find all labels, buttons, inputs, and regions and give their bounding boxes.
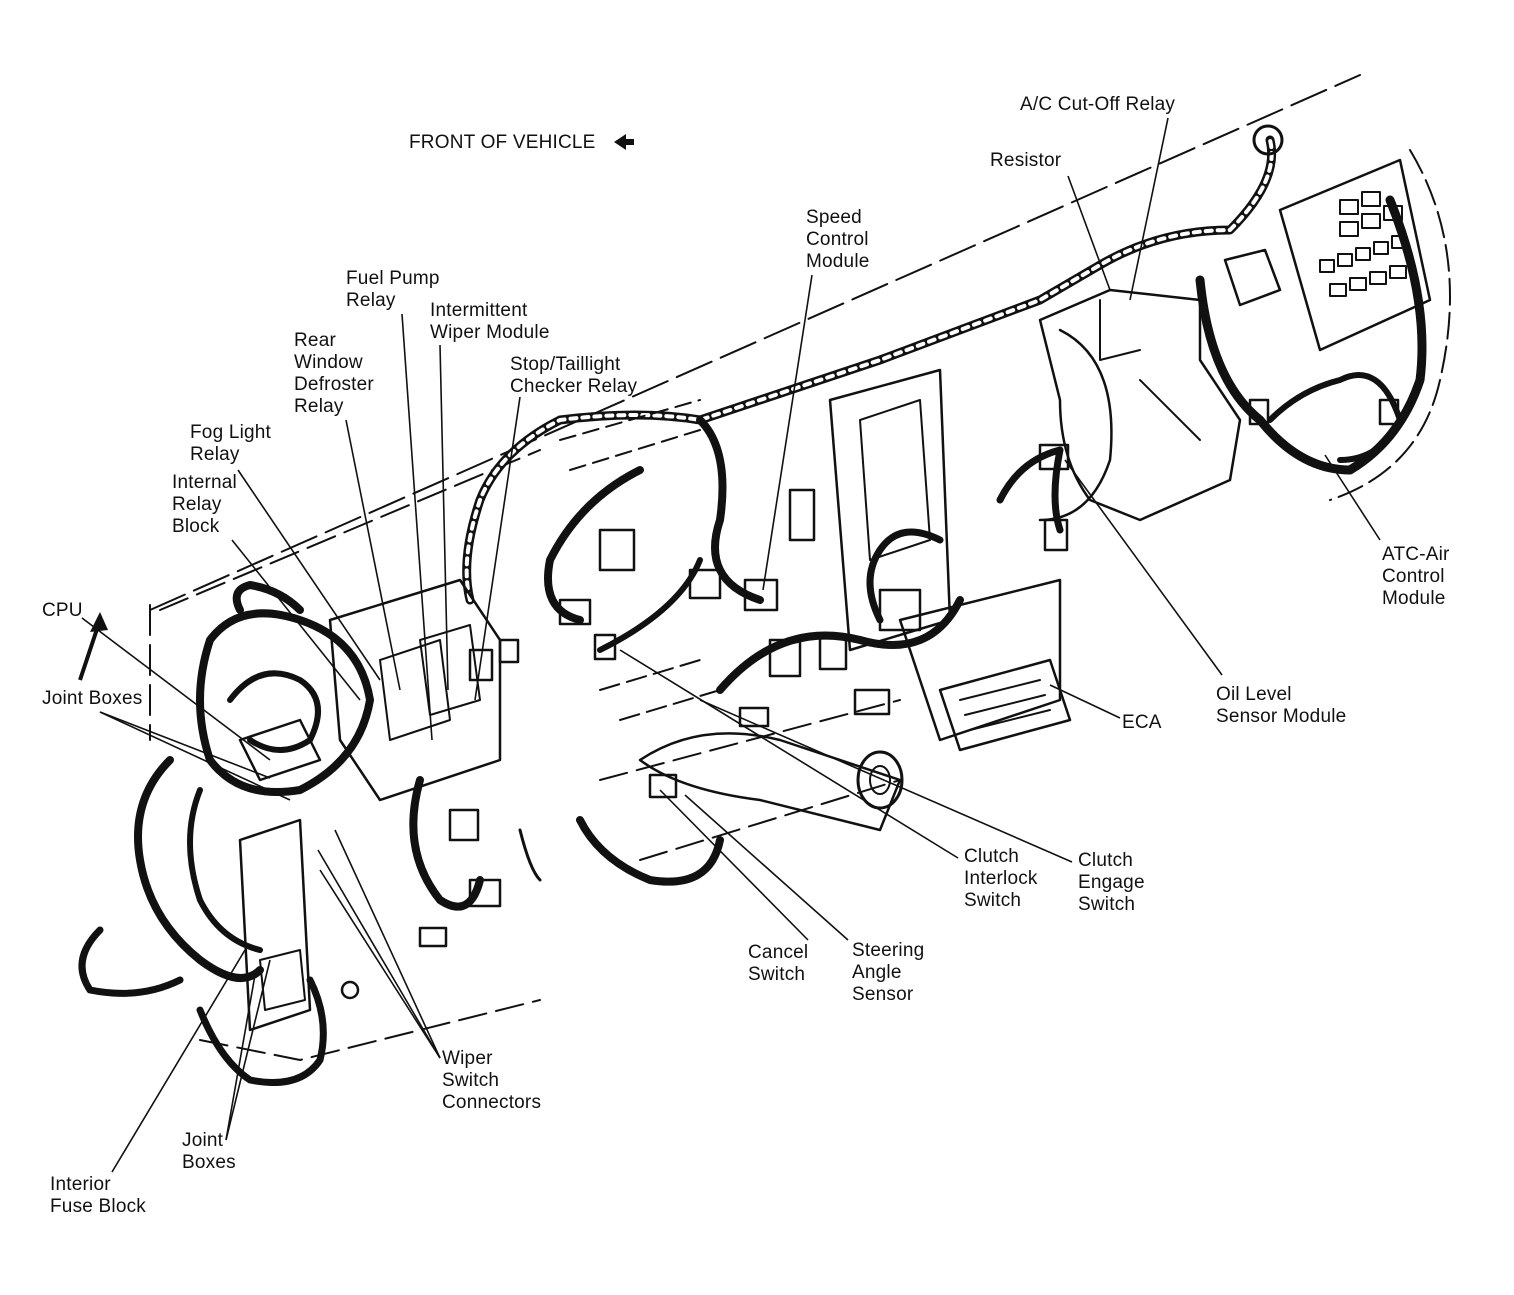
dash-outline-upper [149, 74, 1361, 611]
steering-column [638, 732, 902, 832]
heater-duct [1038, 328, 1113, 522]
label-cpu: CPU [42, 600, 83, 621]
ac-relay-body [1223, 248, 1282, 307]
dash-rail [559, 399, 701, 471]
lower-left-loop [78, 926, 184, 997]
harness-branch-left-loop [544, 466, 644, 624]
relay-cluster [328, 578, 502, 802]
console-frame [828, 368, 952, 652]
harness-branch-atc [1267, 372, 1403, 463]
floor-outline [199, 699, 901, 1061]
harness-branch-eca [866, 528, 944, 624]
front-arrow-icon [614, 134, 634, 150]
eca-box [938, 658, 1072, 752]
column-harness [576, 816, 724, 886]
label-resistor: Resistor [990, 150, 1062, 171]
dash-outline-lower [149, 449, 541, 741]
top-left-loop [232, 581, 304, 614]
main-harness-core [464, 138, 1274, 602]
harness-branch-speed-control [696, 416, 764, 604]
label-eca: ECA [1122, 712, 1162, 733]
harness-branch-right-loop [1195, 195, 1427, 475]
body-outline-right [1329, 149, 1451, 501]
lower-console [898, 578, 1062, 742]
leader-lines [81, 117, 1381, 1173]
heater-box [1038, 288, 1242, 522]
interior-fuse-block-body [238, 818, 312, 1032]
harness-branch-oil [996, 446, 1064, 534]
label-joint-boxes-upper: Joint Boxes [42, 688, 143, 709]
harness-branch-lower [716, 596, 964, 694]
front-of-vehicle-label: FRONT OF VEHICLE [409, 132, 596, 153]
lower-harness-drop [196, 976, 327, 1086]
left-harness-bundle [196, 609, 374, 796]
label-ac-cutoff-relay: A/C Cut-Off Relay [1020, 94, 1176, 115]
atc-panel [1278, 158, 1432, 352]
cpu-box [238, 718, 322, 782]
